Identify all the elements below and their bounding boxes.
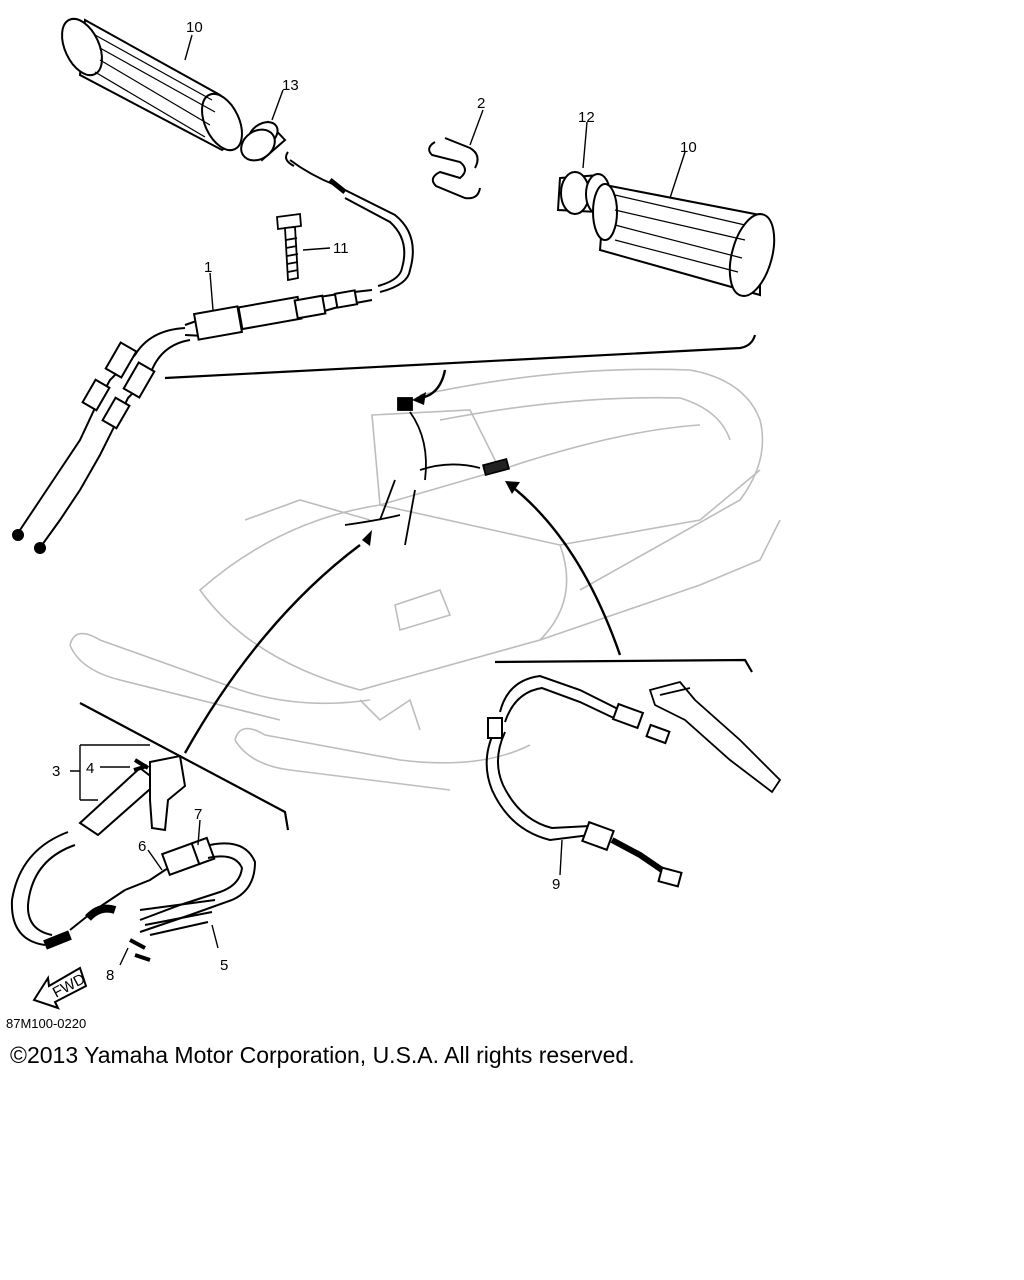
callout-10-right: 10 [680,139,697,156]
throttle-cable [12,151,414,554]
callout-12: 12 [578,109,595,126]
grip-collar [240,120,287,162]
callout-9: 9 [552,876,560,893]
callout-7: 7 [194,806,202,823]
choke-cable [10,831,257,962]
steering-cables [344,397,510,546]
callout-13: 13 [282,77,299,94]
separator-lines [79,334,757,831]
copyright-notice: ©2013 Yamaha Motor Corporation, U.S.A. A… [10,1042,635,1068]
brake-lever [648,680,782,794]
brake-cable [485,674,683,888]
retaining-clip [428,137,481,200]
callout-5: 5 [220,957,228,974]
callout-6: 6 [138,838,146,855]
callout-4: 4 [86,760,94,777]
callout-labels: 10 13 2 12 10 11 1 3 4 7 6 5 8 9 [52,19,697,984]
callout-3: 3 [52,763,60,780]
handlebar-grip-left [61,17,243,152]
connector-arrowheads [362,392,520,546]
callout-2: 2 [477,95,485,112]
part-code: 87M100-0220 [6,1016,87,1031]
connector-lines [183,369,622,754]
screw-bolt [276,212,302,282]
leader-lines [70,34,686,966]
callout-11: 11 [333,240,349,257]
callout-10-left: 10 [186,19,203,36]
handlebar-grip-right [592,183,776,297]
callout-8: 8 [106,967,114,984]
choke-lever-assembly [78,754,187,837]
snowmobile-outline [69,368,781,791]
parts-diagram: FWD 10 13 2 12 10 11 1 3 4 7 6 5 8 9 [10,17,782,1010]
forward-arrow: FWD [32,966,88,1010]
callout-1: 1 [204,259,212,276]
